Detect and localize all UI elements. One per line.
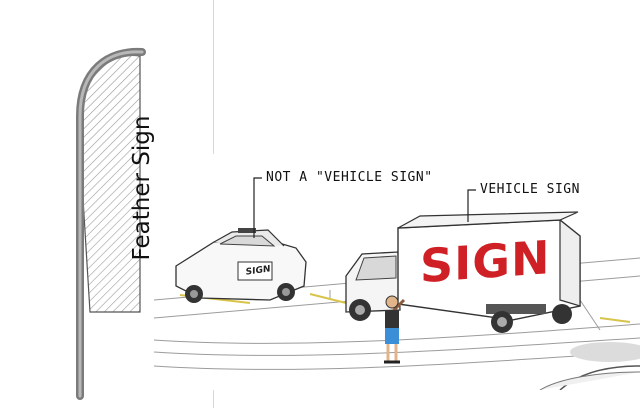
truck-sign-text: SIGN	[420, 228, 540, 296]
callout-not-vehicle-sign: NOT A "VEHICLE SIGN"	[266, 170, 433, 185]
callout-vehicle-sign: VEHICLE SIGN	[480, 182, 580, 197]
